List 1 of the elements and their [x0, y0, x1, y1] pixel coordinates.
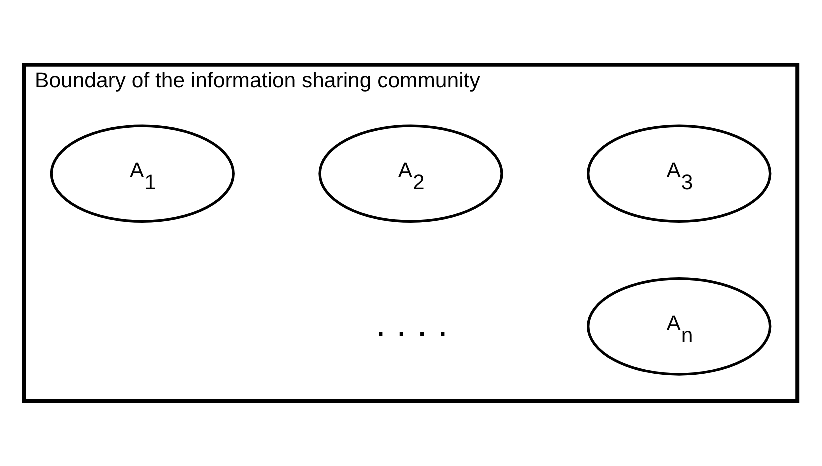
label: . . . .	[376, 302, 448, 344]
